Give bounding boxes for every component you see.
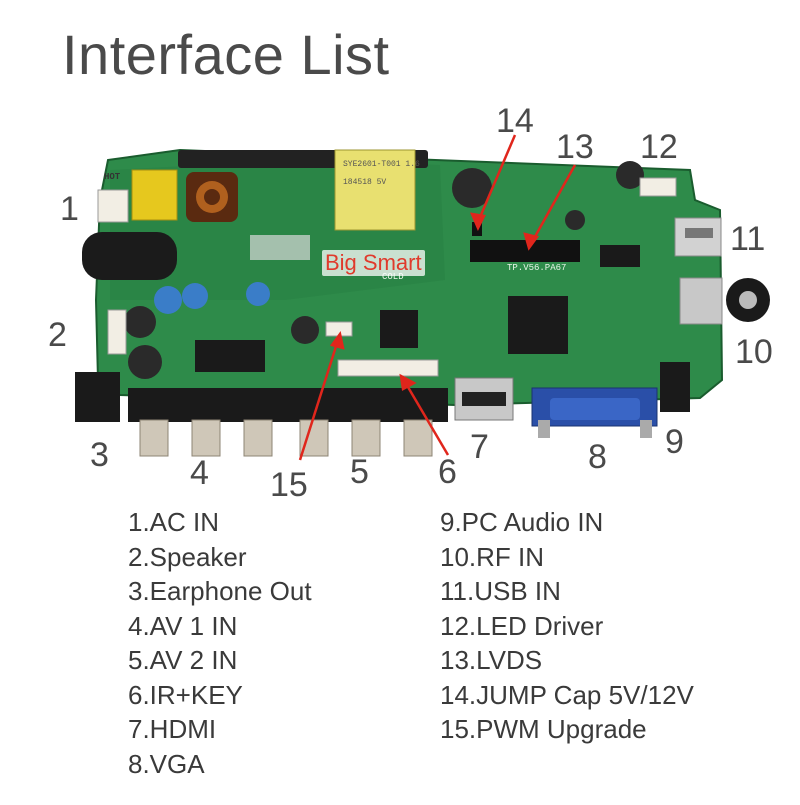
callout-15: 15 xyxy=(270,466,308,504)
list-item: 2.Speaker xyxy=(128,541,247,572)
capacitor-icon xyxy=(124,306,156,338)
speaker-connector xyxy=(107,309,127,355)
callout-8: 8 xyxy=(588,438,607,476)
list-item: 12.LED Driver xyxy=(440,610,604,641)
capacitor-icon xyxy=(616,161,644,189)
ic-chip xyxy=(600,245,640,267)
list-item: 1.AC IN xyxy=(128,507,220,537)
list-item: 15.PWM Upgrade xyxy=(440,714,647,744)
rca-jack-icon xyxy=(139,419,433,457)
arrow-14 xyxy=(476,134,517,223)
capacitor-icon xyxy=(565,210,585,230)
pc-audio-jack xyxy=(660,362,690,412)
main-soc-chip xyxy=(508,296,568,354)
ic-chip xyxy=(380,310,418,348)
list-item: 14.JUMP Cap 5V/12V xyxy=(440,679,694,710)
list-item: 7.HDMI xyxy=(128,714,217,744)
list-item: 8.VGA xyxy=(128,748,205,779)
led-driver-connector xyxy=(639,177,677,197)
list-item: 11.USB IN xyxy=(440,576,561,606)
callout-7: 7 xyxy=(470,428,489,466)
rf-jack-icon xyxy=(679,277,723,325)
callout-6: 6 xyxy=(438,453,457,491)
lvds-header xyxy=(470,240,580,262)
yellow-capacitor xyxy=(131,169,178,221)
interface-list-left: 1.AC IN 2.Speaker 3.Earphone Out 4.AV 1 … xyxy=(128,505,312,781)
callout-14: 14 xyxy=(496,102,534,140)
jump-cap xyxy=(472,222,482,236)
transformer-label: SYE2601-T001 1.6 xyxy=(343,160,420,169)
ir-key-connector xyxy=(337,359,439,377)
list-item: 13.LVDS xyxy=(440,645,543,675)
list-item: 3.Earphone Out xyxy=(128,576,312,606)
cold-label: COLD xyxy=(382,272,404,282)
callout-11: 11 xyxy=(730,220,766,258)
callout-5: 5 xyxy=(350,453,369,491)
capacitor-icon xyxy=(452,168,492,208)
list-item: 9.PC Audio IN xyxy=(440,507,604,537)
callout-4: 4 xyxy=(190,454,209,492)
hot-label: HOT xyxy=(104,172,121,182)
capacitor-icon xyxy=(291,316,319,344)
brand-watermark: Big Smart xyxy=(322,250,425,276)
arrow-15 xyxy=(298,339,340,461)
list-item: 10.RF IN xyxy=(440,541,545,572)
callout-9: 9 xyxy=(665,423,684,461)
earphone-jack xyxy=(75,372,120,422)
transformer-icon xyxy=(334,149,416,231)
page-title: Interface List xyxy=(62,23,390,86)
list-item: 6.IR+KEY xyxy=(128,679,243,710)
list-item: 4.AV 1 IN xyxy=(128,610,238,641)
arrow-6 xyxy=(403,381,450,456)
rca-housing xyxy=(128,388,448,422)
callout-3: 3 xyxy=(90,436,109,474)
power-connector-icon xyxy=(97,189,129,223)
callout-1: 1 xyxy=(60,190,79,228)
capacitor-icon xyxy=(128,345,162,379)
callout-arrows xyxy=(298,134,577,461)
list-item: 5.AV 2 IN xyxy=(128,645,238,675)
ic-chip xyxy=(195,340,265,372)
callout-13: 13 xyxy=(556,128,594,166)
capacitor-icon xyxy=(82,232,177,280)
transformer-sub-label: 184518 5V xyxy=(343,178,387,187)
interface-list-right: 9.PC Audio IN 10.RF IN 11.USB IN 12.LED … xyxy=(440,505,694,747)
arrow-13 xyxy=(530,164,577,243)
board-model-label: TP.V56.PA67 xyxy=(507,263,567,273)
callout-10: 10 xyxy=(735,333,773,371)
callout-12: 12 xyxy=(640,128,678,166)
callout-2: 2 xyxy=(48,316,67,354)
